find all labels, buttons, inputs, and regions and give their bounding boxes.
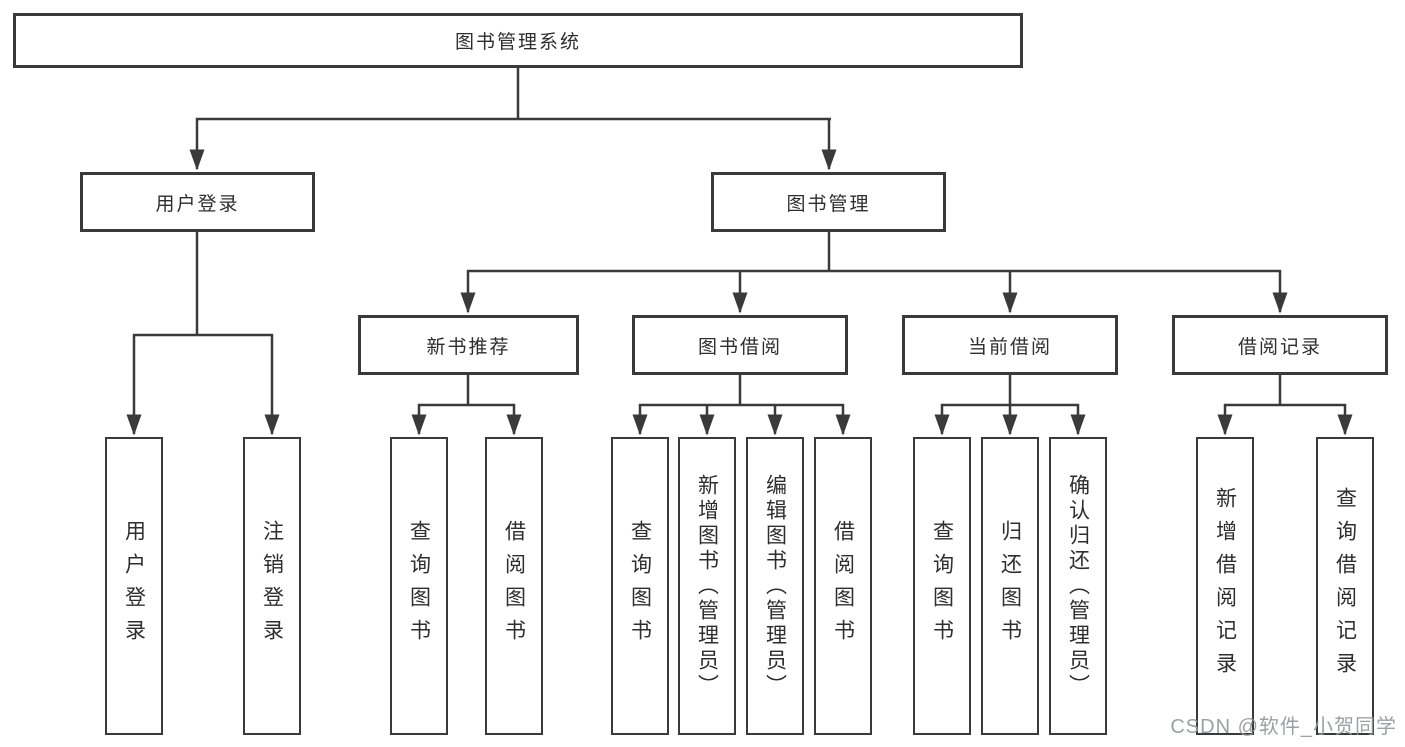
node-label: 新书推荐 <box>426 336 511 358</box>
node-book-management: 图书管理 <box>711 172 946 232</box>
leaf-query-borrow-record: 查询借阅记录 <box>1316 437 1374 735</box>
node-new-book-recommendation: 新书推荐 <box>358 315 579 375</box>
node-label: 归还图书 <box>998 520 1022 652</box>
node-library-management-system: 图书管理系统 <box>13 13 1023 68</box>
leaf-user-login: 用户登录 <box>105 437 163 735</box>
node-label: 查询图书 <box>407 520 431 652</box>
node-label: 借阅图书 <box>502 520 526 652</box>
node-label: 确认归还（管理员） <box>1066 473 1090 699</box>
node-label: 用户登录 <box>155 193 240 215</box>
node-label: 用户登录 <box>122 520 146 652</box>
node-book-borrowing: 图书借阅 <box>632 315 848 375</box>
node-label: 新增图书（管理员） <box>695 473 719 699</box>
leaf-logout: 注销登录 <box>243 437 301 735</box>
node-label: 查询图书 <box>628 520 652 652</box>
leaf-query-books-1: 查询图书 <box>390 437 448 735</box>
node-label: 借阅图书 <box>831 520 855 652</box>
node-label: 注销登录 <box>260 520 284 652</box>
leaf-query-books-2: 查询图书 <box>611 437 669 735</box>
csdn-watermark: CSDN @软件_小贺同学 <box>1170 716 1397 738</box>
node-label: 查询借阅记录 <box>1333 487 1357 685</box>
leaf-add-book-admin: 新增图书（管理员） <box>678 437 736 735</box>
node-user-login: 用户登录 <box>80 172 315 232</box>
node-label: 新增借阅记录 <box>1213 487 1237 685</box>
node-borrowing-records: 借阅记录 <box>1172 315 1388 375</box>
leaf-return-book: 归还图书 <box>981 437 1039 735</box>
node-label: 借阅记录 <box>1237 336 1322 358</box>
node-current-borrowing: 当前借阅 <box>902 315 1118 375</box>
node-label: 图书借阅 <box>697 336 782 358</box>
node-label: 图书管理 <box>786 193 871 215</box>
leaf-query-books-3: 查询图书 <box>913 437 971 735</box>
node-label: 当前借阅 <box>967 336 1052 358</box>
leaf-borrow-books-2: 借阅图书 <box>814 437 872 735</box>
leaf-confirm-return-admin: 确认归还（管理员） <box>1049 437 1107 735</box>
node-label: 图书管理系统 <box>454 32 581 53</box>
node-label: 查询图书 <box>930 520 954 652</box>
node-label: 编辑图书（管理员） <box>763 473 787 699</box>
leaf-edit-book-admin: 编辑图书（管理员） <box>746 437 804 735</box>
leaf-borrow-books-1: 借阅图书 <box>485 437 543 735</box>
leaf-add-borrow-record: 新增借阅记录 <box>1196 437 1254 735</box>
